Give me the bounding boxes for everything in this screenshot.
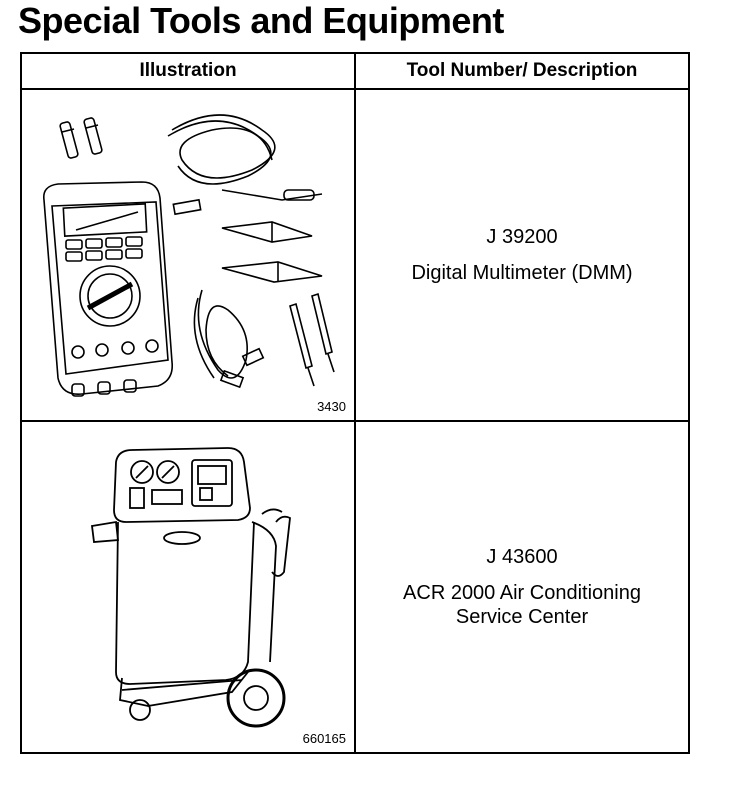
header-illustration: Illustration bbox=[20, 52, 356, 90]
tool-description: Digital Multimeter (DMM) bbox=[411, 262, 633, 284]
header-tool-description: Tool Number/ Description bbox=[354, 52, 690, 90]
figure-id: 3430 bbox=[317, 399, 346, 414]
tool-number: J 43600 bbox=[486, 546, 558, 568]
table-header-row: Illustration Tool Number/ Description bbox=[20, 52, 690, 90]
special-tools-table: Illustration Tool Number/ Description bbox=[20, 52, 690, 754]
table-row: 660165 J 43600 ACR 2000 Air Conditioning… bbox=[20, 420, 690, 754]
multimeter-illustration bbox=[42, 114, 335, 397]
ac-service-center-illustration bbox=[90, 447, 291, 728]
table-row: 3430 J 39200 Digital Multimeter (DMM) bbox=[20, 88, 690, 422]
description-cell: J 39200 Digital Multimeter (DMM) bbox=[354, 88, 690, 422]
description-cell: J 43600 ACR 2000 Air Conditioning Servic… bbox=[354, 420, 690, 754]
illustration-cell-ac-service-center: 660165 bbox=[20, 420, 356, 754]
tool-description: ACR 2000 Air Conditioning Service Center bbox=[403, 582, 641, 628]
tool-number: J 39200 bbox=[486, 226, 558, 248]
figure-id: 660165 bbox=[302, 731, 346, 746]
illustration-cell-multimeter: 3430 bbox=[20, 88, 356, 422]
page-title: Special Tools and Equipment bbox=[18, 0, 504, 41]
